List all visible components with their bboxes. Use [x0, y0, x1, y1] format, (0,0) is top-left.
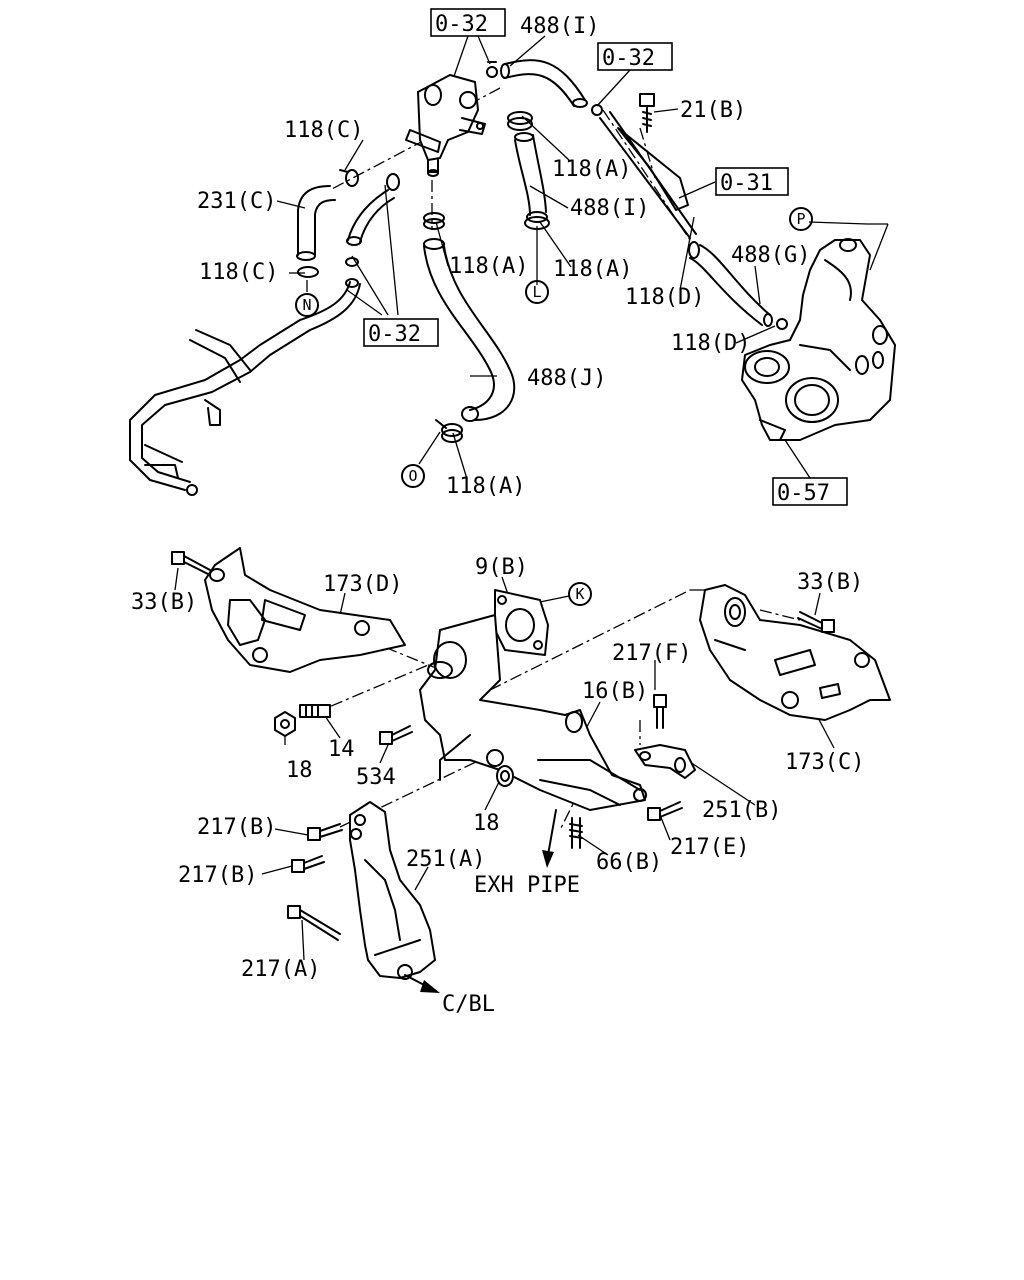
label-251-a: 251(A) — [406, 847, 485, 872]
svg-text:N: N — [302, 296, 311, 314]
label-488-i-top: 488(I) — [520, 14, 599, 39]
clamp-top-icon — [486, 61, 498, 78]
label-118-c-top: 118(C) — [284, 118, 363, 143]
water-outlet-housing — [405, 74, 486, 177]
label-118-d-1: 118(D) — [625, 285, 704, 310]
callout-box-0-32-right — [597, 42, 673, 71]
label-118-a-2: 118(A) — [449, 254, 528, 279]
label-217-e: 217(E) — [670, 835, 749, 860]
callout-box-0-31 — [715, 167, 789, 196]
callout-0-32-right: 0-32 — [602, 46, 655, 71]
bolt-33b-left-icon — [171, 551, 211, 575]
top-hose-assembly: 0-32 0-32 0-32 0-31 0-57 488(I) 21(B) 11… — [129, 8, 896, 506]
label-173-d: 173(D) — [323, 572, 402, 597]
label-14: 14 — [328, 737, 355, 762]
label-118-d-2: 118(D) — [671, 331, 750, 356]
ref-circle-l: L — [525, 280, 549, 304]
svg-text:K: K — [575, 585, 584, 603]
bottom-exhaust-assembly: 9(B) 173(D) 33(B) 33(B) 217(F) 16(B) 14 … — [131, 547, 891, 1017]
label-231-c: 231(C) — [197, 189, 276, 214]
callout-0-32-left: 0-32 — [368, 322, 421, 347]
label-exh-pipe: EXH PIPE — [474, 873, 580, 898]
label-488-j: 488(J) — [527, 366, 606, 391]
label-488-g: 488(G) — [731, 243, 810, 268]
hose-488-g — [699, 244, 771, 316]
water-pipe-steel — [129, 278, 361, 496]
exhaust-pipe-16b — [419, 614, 647, 811]
ref-circle-n: N — [295, 293, 319, 317]
callout-box-0-32-top — [430, 8, 506, 37]
label-33-b-left: 33(B) — [131, 590, 197, 615]
heat-cover-173-d — [204, 547, 406, 673]
bolt-21b-icon — [639, 93, 655, 133]
ref-circle-k: K — [568, 582, 592, 606]
gasket-9b — [494, 589, 549, 656]
bolt-217e-icon — [647, 801, 683, 821]
bolt-33b-right-icon — [797, 611, 835, 633]
label-66-b: 66(B) — [596, 850, 662, 875]
arrow-c-bl — [404, 974, 440, 993]
svg-text:L: L — [532, 283, 541, 301]
nut-18-mid-icon — [496, 765, 514, 787]
arrow-exh-pipe — [542, 809, 557, 868]
clamp-118a-top-icon — [507, 111, 533, 131]
bracket-251a — [349, 801, 436, 980]
heat-shield-0-31 — [617, 127, 689, 211]
bolt-217b-2-icon — [291, 855, 325, 873]
label-251-b: 251(B) — [702, 798, 781, 823]
callout-box-0-57 — [772, 477, 848, 506]
label-488-i-mid: 488(I) — [570, 196, 649, 221]
label-217-b-1: 217(B) — [197, 815, 276, 840]
stud-66b-icon — [569, 817, 583, 849]
svg-text:P: P — [796, 210, 805, 228]
hose-488-i-mid — [514, 139, 531, 216]
label-21-b: 21(B) — [680, 98, 746, 123]
hose-231-c — [297, 185, 331, 256]
callout-0-31: 0-31 — [720, 171, 773, 196]
ref-circle-o: O — [401, 464, 425, 488]
heat-cover-173-c — [699, 584, 891, 721]
hose-488-j — [423, 245, 495, 411]
bolt-534-icon — [379, 725, 413, 745]
callout-0-32-top: 0-32 — [435, 12, 488, 37]
label-118-a-4: 118(A) — [446, 474, 525, 499]
label-33-b-right: 33(B) — [797, 570, 863, 595]
turbocharger — [741, 238, 896, 441]
nut-18-left-icon — [274, 711, 296, 737]
label-18-mid: 18 — [473, 811, 500, 836]
ref-circle-p: P — [789, 207, 813, 231]
label-118-a-1: 118(A) — [552, 157, 631, 182]
bolt-217b-1-icon — [307, 823, 343, 841]
bracket-251b — [634, 744, 696, 779]
label-118-a-3: 118(A) — [553, 257, 632, 282]
label-217-b-2: 217(B) — [178, 863, 257, 888]
label-217-f: 217(F) — [612, 641, 691, 666]
label-534: 534 — [356, 765, 396, 790]
label-18-left: 18 — [286, 758, 313, 783]
label-173-c: 173(C) — [785, 750, 864, 775]
callout-0-57: 0-57 — [777, 481, 830, 506]
label-217-a: 217(A) — [241, 957, 320, 982]
label-118-c-bot: 118(C) — [199, 260, 278, 285]
label-9-b: 9(B) — [475, 555, 528, 580]
bolt-217a-icon — [287, 905, 341, 941]
bolt-217f-icon — [653, 694, 667, 729]
callout-box-0-32-left — [363, 318, 439, 347]
label-c-bl: C/BL — [442, 992, 495, 1017]
hose-488-i-upper — [504, 59, 586, 101]
stud-14-icon — [299, 704, 331, 718]
label-16-b: 16(B) — [582, 679, 648, 704]
svg-text:O: O — [408, 467, 417, 485]
